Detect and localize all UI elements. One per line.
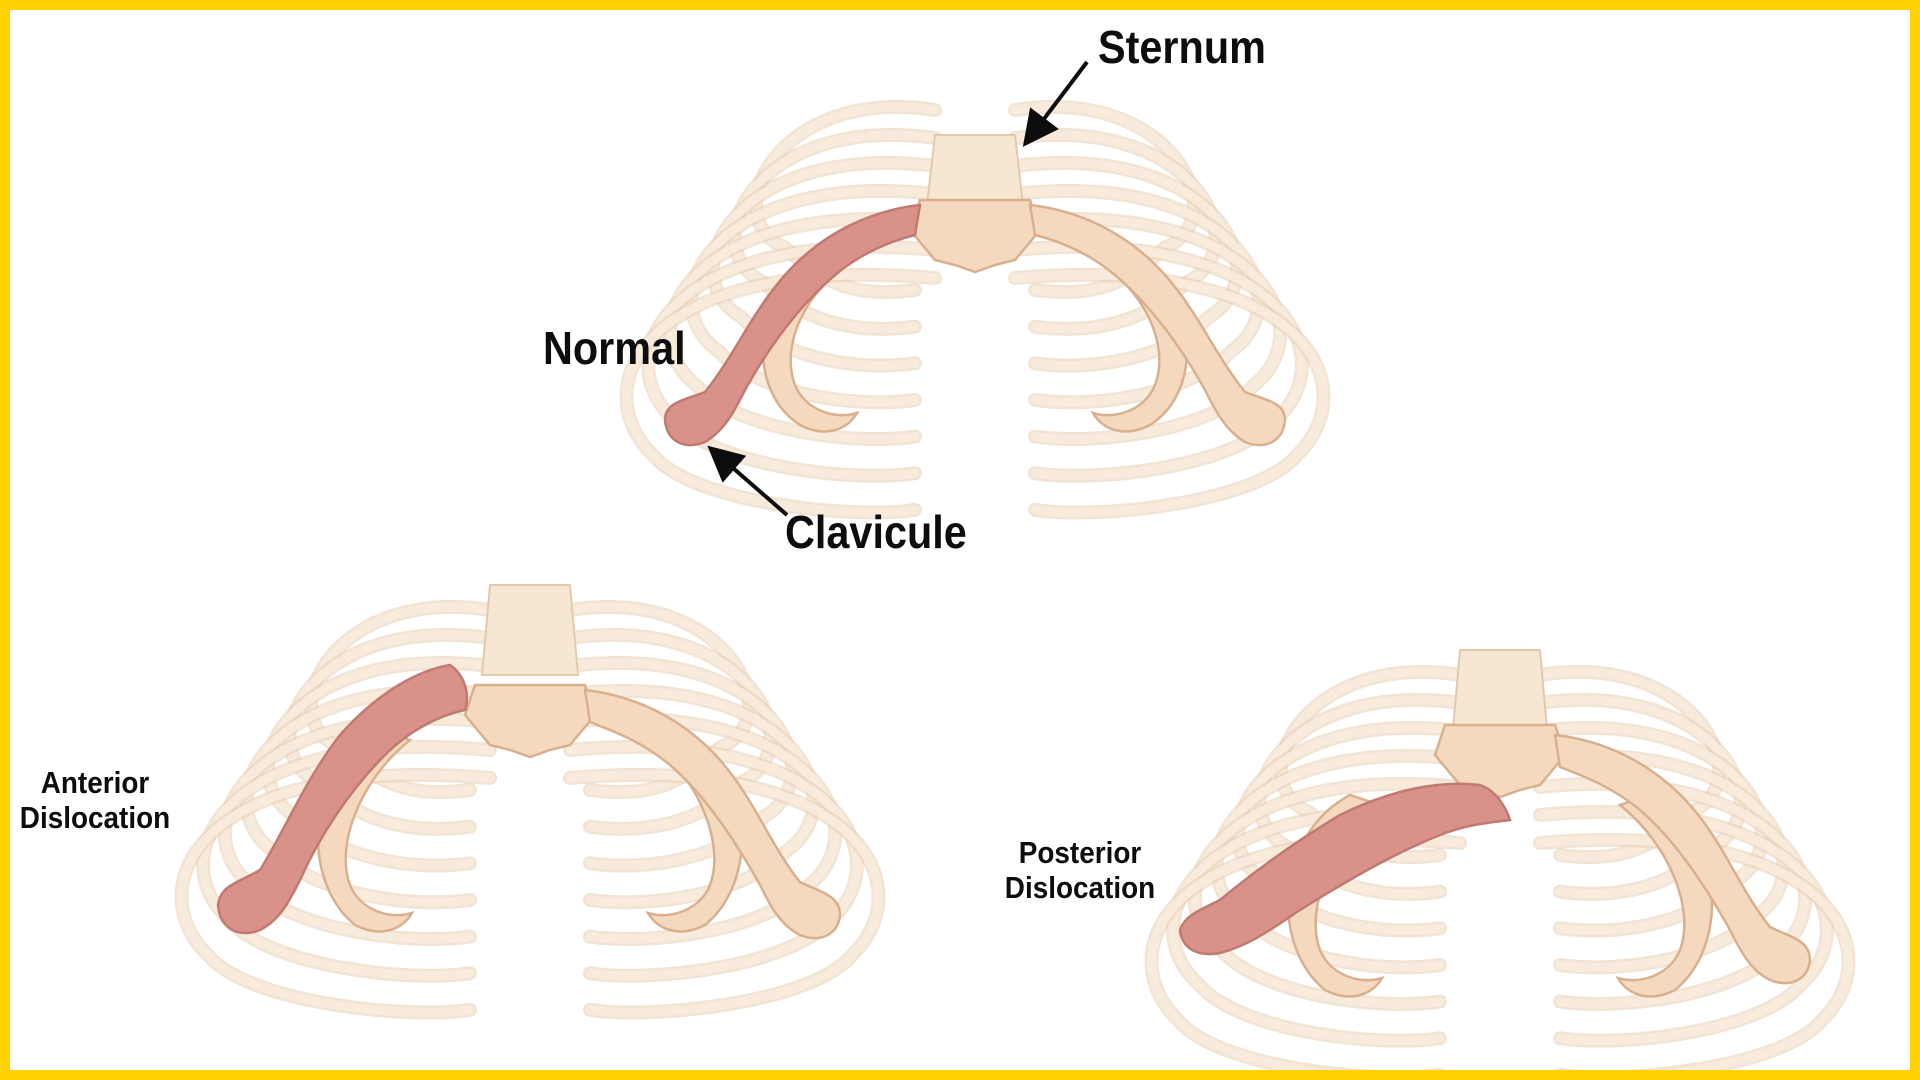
- label-anterior-dislocation: Anterior Dislocation: [19, 765, 172, 835]
- rib-left-4-inner: [686, 186, 940, 407]
- diagram-canvas: [174, 60, 1856, 1070]
- manubrium: [908, 198, 1042, 274]
- rib-left-6-inner: [198, 742, 495, 981]
- rib-right-7-inner: [565, 770, 884, 1018]
- rib-left-4-inner: [241, 686, 495, 907]
- rib-left-5-inner: [220, 714, 495, 944]
- right-clavicle-normal: [1028, 203, 1287, 447]
- label-anterior-line1: Anterior: [40, 765, 150, 800]
- left-clavicle-posterior: [1178, 782, 1512, 956]
- label-anterior-line2: Dislocation: [19, 799, 171, 835]
- rib-right-6-inner: [565, 742, 862, 981]
- right-clavicle: [1553, 733, 1812, 985]
- left-clavicle-normal: [663, 203, 922, 447]
- rib-cage: [619, 100, 1331, 520]
- label-sternum: Sternum: [1098, 21, 1266, 73]
- rib-left-7-inner: [1146, 835, 1465, 1070]
- rib-left-6-inner: [1168, 807, 1465, 1046]
- rib-left-6-inner: [643, 242, 940, 481]
- sternum-bone: [480, 584, 580, 676]
- sternum-bone: [925, 134, 1025, 206]
- rib-left-5-inner: [665, 214, 940, 444]
- right-clavicle: [583, 688, 842, 940]
- rib-right-4-inner: [1010, 186, 1264, 407]
- sternum-pointer-arrow: [1022, 60, 1089, 147]
- label-clavicule: Clavicule: [785, 506, 967, 558]
- label-posterior-line2: Dislocation: [1004, 869, 1156, 905]
- figure-normal: [619, 100, 1331, 520]
- rib-right-5-inner: [1010, 214, 1285, 444]
- figure-anterior-dislocation: [174, 584, 886, 1020]
- rib-left-7-inner: [621, 270, 940, 518]
- rib-right-7-inner: [1010, 270, 1329, 518]
- rib-right-4-inner: [565, 686, 819, 907]
- rib-cage: [174, 600, 886, 1020]
- rib-right-5-inner: [1535, 779, 1810, 1009]
- clavicule-pointer-arrow: [707, 445, 789, 517]
- rib-right-7-inner: [1535, 835, 1854, 1070]
- rib-right-5-inner: [565, 714, 840, 944]
- rib-right-6-inner: [1010, 242, 1307, 481]
- rib-right-6-inner: [1535, 807, 1832, 1046]
- figure-posterior-dislocation: [1144, 649, 1856, 1070]
- rib-left-7-inner: [176, 770, 495, 1018]
- left-clavicle-anterior: [216, 663, 469, 935]
- label-posterior-dislocation: Posterior Dislocation: [1004, 835, 1157, 905]
- label-normal: Normal: [543, 322, 686, 374]
- label-posterior-line1: Posterior: [1018, 835, 1142, 870]
- rib-right-4-inner: [1535, 751, 1789, 972]
